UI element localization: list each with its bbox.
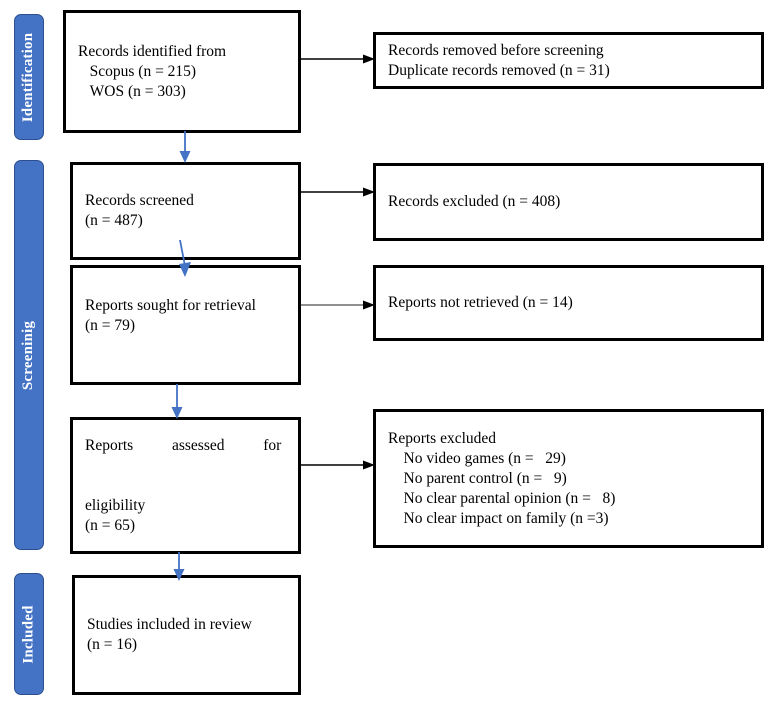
box-reports-sought: Reports sought for retrieval (n = 79) xyxy=(70,265,301,385)
box-studies-included: Studies included in review (n = 16) xyxy=(72,575,301,695)
box-records-identified: Records identified from Scopus (n = 215)… xyxy=(63,10,301,133)
box-reports-assessed-line2: eligibility (n = 65) xyxy=(85,496,146,534)
box-records-excluded: Records excluded (n = 408) xyxy=(373,163,764,241)
box-records-screened-text: Records screened (n = 487) xyxy=(85,192,194,229)
box-reports-assessed-text: Reports assessed for eligibility (n = 65… xyxy=(85,396,290,576)
box-reports-excluded: Reports excluded No video games (n = 29)… xyxy=(373,409,764,548)
stage-label-screening: Screeninig xyxy=(20,320,37,390)
box-reports-assessed-line1: Reports assessed for xyxy=(85,436,282,454)
box-records-removed-text: Records removed before screening Duplica… xyxy=(388,41,610,79)
arrow-identified-to-removed xyxy=(301,53,375,65)
box-records-screened: Records screened (n = 487) xyxy=(70,162,301,260)
stage-pill-screening: Screeninig xyxy=(14,160,44,550)
box-reports-not-retrieved: Reports not retrieved (n = 14) xyxy=(373,265,764,341)
arrow-identified-to-screened xyxy=(178,131,192,164)
arrow-screened-to-excluded xyxy=(301,186,375,198)
arrow-assessed-to-included xyxy=(172,552,186,582)
arrow-sought-to-assessed xyxy=(170,384,184,420)
arrow-assessed-to-reports-excluded xyxy=(301,459,375,471)
stage-label-included: Included xyxy=(20,604,37,664)
box-reports-not-retrieved-text: Reports not retrieved (n = 14) xyxy=(388,294,573,311)
box-reports-sought-text: Reports sought for retrieval (n = 79) xyxy=(85,296,256,334)
arrow-screened-to-sought xyxy=(174,239,194,278)
box-reports-assessed: Reports assessed for eligibility (n = 65… xyxy=(70,417,301,554)
arrow-sought-to-not-retrieved xyxy=(301,299,375,311)
stage-pill-included: Included xyxy=(14,573,44,695)
box-records-removed: Records removed before screening Duplica… xyxy=(373,32,764,89)
box-records-identified-text: Records identified from Scopus (n = 215)… xyxy=(78,42,227,100)
stage-label-identification: Identification xyxy=(20,32,37,122)
box-records-excluded-text: Records excluded (n = 408) xyxy=(388,193,561,210)
box-studies-included-text: Studies included in review (n = 16) xyxy=(87,616,252,653)
stage-pill-identification: Identification xyxy=(14,14,44,140)
box-reports-excluded-text: Reports excluded No video games (n = 29)… xyxy=(388,429,616,527)
